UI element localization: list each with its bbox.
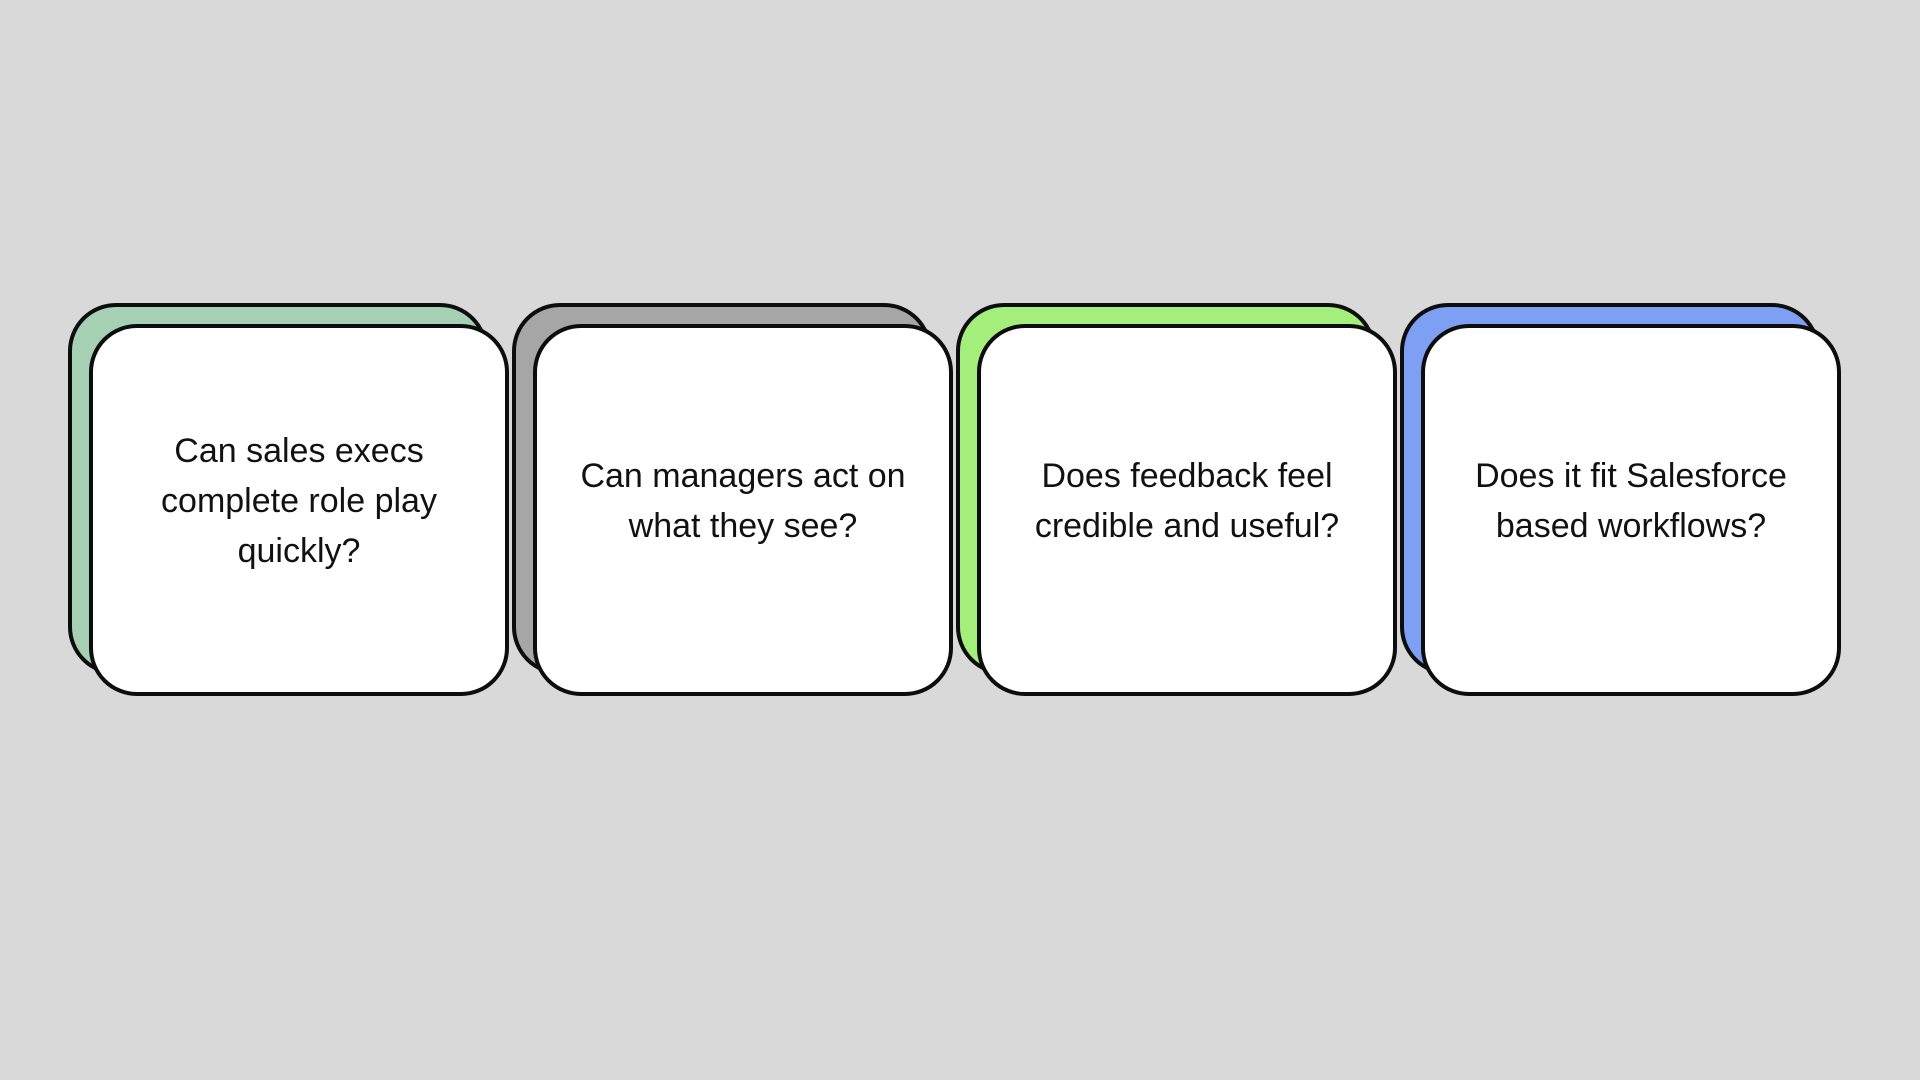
question-card: Does feedback feel credible and useful?	[977, 324, 1397, 696]
question-card-group-2: Can managers act on what they see?	[512, 303, 953, 696]
question-card: Does it fit Salesforce based workflows?	[1421, 324, 1841, 696]
question-card-group-1: Can sales execs complete role play quick…	[68, 303, 509, 696]
question-text: Can sales execs complete role play quick…	[161, 432, 437, 570]
question-text: Does it fit Salesforce based workflows?	[1475, 457, 1787, 545]
question-cards-row: Can sales execs complete role play quick…	[68, 303, 1841, 696]
question-card: Can managers act on what they see?	[533, 324, 953, 696]
question-card-group-4: Does it fit Salesforce based workflows?	[1400, 303, 1841, 696]
question-text: Does feedback feel credible and useful?	[1034, 457, 1340, 545]
question-card: Can sales execs complete role play quick…	[89, 324, 509, 696]
question-text: Can managers act on what they see?	[580, 457, 906, 545]
question-card-group-3: Does feedback feel credible and useful?	[956, 303, 1397, 696]
